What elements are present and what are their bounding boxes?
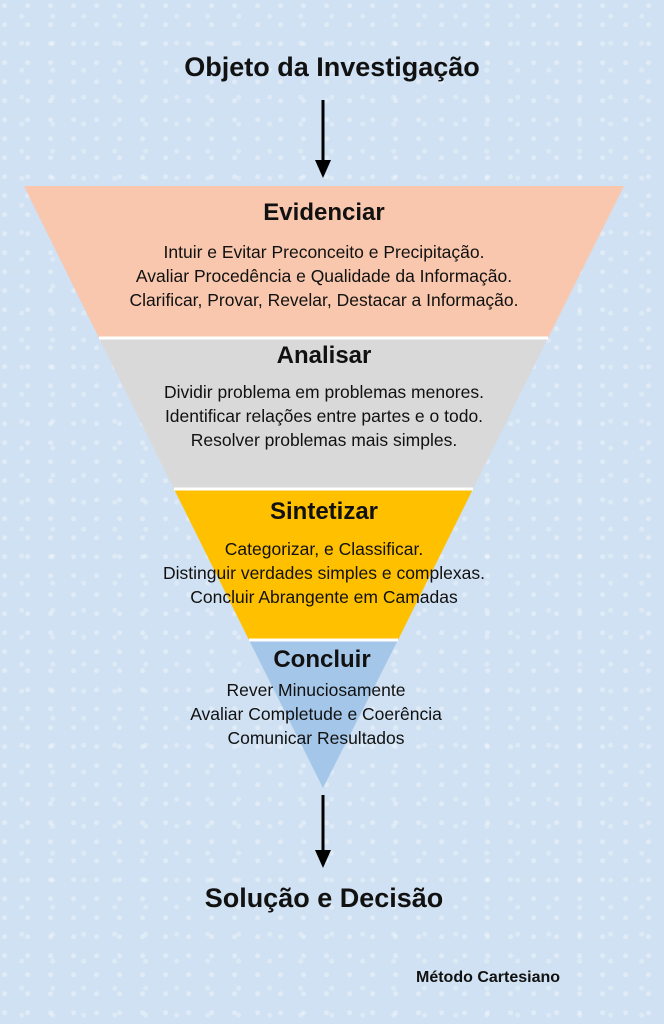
stage-line: Avaliar Completude e Coerência <box>190 704 442 724</box>
title-top: Objeto da Investigação <box>184 52 480 82</box>
arrow-down-icon <box>315 850 331 868</box>
stage-line: Resolver problemas mais simples. <box>190 430 458 450</box>
stage-lines-evidenciar: Intuir e Evitar Preconceito e Precipitaç… <box>0 240 648 312</box>
stage-title-evidenciar: Evidenciar <box>263 199 385 226</box>
footer-label: Método Cartesiano <box>416 969 561 986</box>
band-sintetizar-shape <box>174 489 473 640</box>
band-evidenciar-shape <box>24 186 624 338</box>
stage-lines-concluir: Rever Minuciosamente Avaliar Completude … <box>0 678 640 750</box>
title-bottom: Solução e Decisão <box>204 883 444 913</box>
stage-line: Intuir e Evitar Preconceito e Precipitaç… <box>163 242 485 262</box>
stage-title-sintetizar: Sintetizar <box>269 498 379 525</box>
stage-line: Clarificar, Provar, Revelar, Destacar a … <box>129 290 519 310</box>
stage-title-concluir: Concluir <box>273 646 371 673</box>
stage-line: Comunicar Resultados <box>227 728 405 748</box>
band-analisar-shape <box>99 338 548 489</box>
band-concluir-shape <box>249 640 398 788</box>
stage-lines-analisar: Dividir problema em problemas menores. I… <box>0 380 648 452</box>
stage-line: Avaliar Procedência e Qualidade da Infor… <box>135 266 513 286</box>
stage-line: Categorizar, e Classificar. <box>224 539 424 559</box>
arrow-down-icon <box>315 160 331 178</box>
stage-title-analisar: Analisar <box>276 342 372 369</box>
stage-line: Concluir Abrangente em Camadas <box>190 587 458 607</box>
stage-line: Identificar relações entre partes e o to… <box>164 406 484 426</box>
stage-lines-sintetizar: Categorizar, e Classificar. Distinguir v… <box>0 537 648 609</box>
stage-line: Dividir problema em problemas menores. <box>164 382 484 402</box>
stage-line: Rever Minuciosamente <box>226 680 406 700</box>
stage-line: Distinguir verdades simples e complexas. <box>163 563 485 583</box>
